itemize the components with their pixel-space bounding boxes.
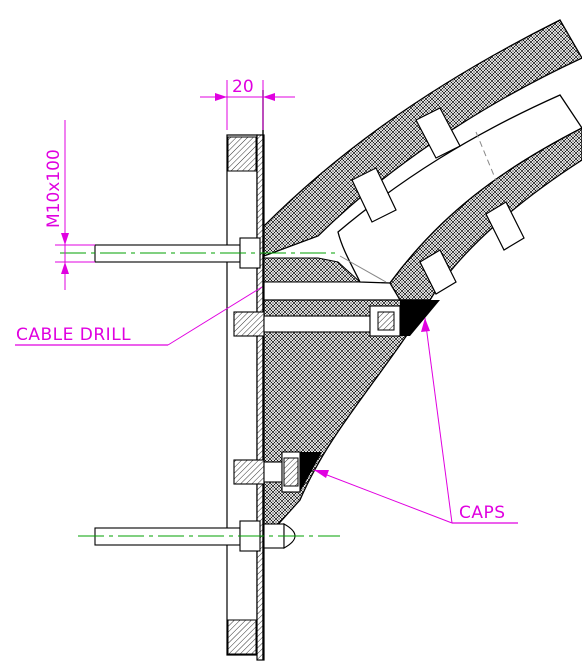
dimension-bolt-text: M10x100 bbox=[44, 149, 64, 228]
threaded-stud-lower bbox=[78, 520, 340, 552]
dimension-bolt: M10x100 bbox=[44, 120, 95, 290]
threaded-stud-upper bbox=[60, 237, 340, 269]
caps-leader: CAPS bbox=[313, 317, 518, 524]
lower-bolt bbox=[233, 451, 322, 493]
cable-drill-label: CABLE DRILL bbox=[16, 325, 131, 345]
mounting-plate bbox=[226, 90, 265, 661]
caps-label: CAPS bbox=[459, 503, 506, 523]
cable-drill-leader: CABLE DRILL bbox=[15, 286, 263, 346]
dimension-width-text: 20 bbox=[232, 77, 254, 97]
upper-bolt bbox=[233, 300, 440, 337]
dimension-width: 20 bbox=[200, 77, 295, 130]
